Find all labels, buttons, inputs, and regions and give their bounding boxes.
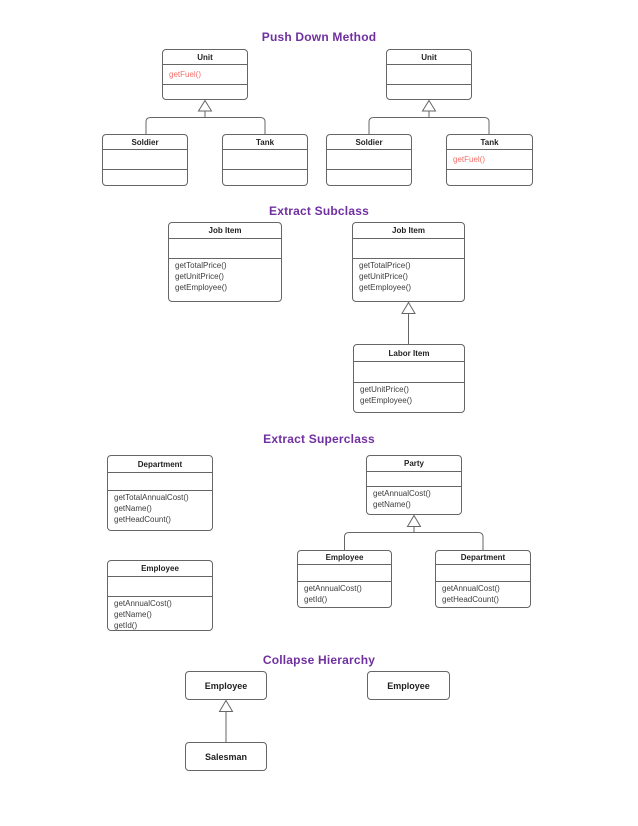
inheritance-arrow-icon [406,514,422,527]
methods-compartment: getAnnualCost() getName() getId() [108,597,212,631]
empty-compartment [223,150,307,170]
class-box-soldier-before: Soldier [102,134,188,186]
methods-compartment: getAnnualCost() getId() [298,582,391,607]
class-box-unit-before: Unit getFuel() [162,49,248,100]
class-name: Department [108,456,212,473]
empty-compartment [447,170,532,185]
class-box-job-item-before: Job Item getTotalPrice() getUnitPrice() … [168,222,282,302]
class-box-tank-before: Tank [222,134,308,186]
class-box-labor-item: Labor Item getUnitPrice() getEmployee() [353,344,465,413]
class-name: Employee [108,561,212,577]
empty-compartment [387,65,471,85]
empty-compartment [108,473,212,491]
empty-compartment [103,170,187,185]
empty-compartment [353,239,464,259]
method: getTotalAnnualCost() [114,493,189,502]
methods-compartment: getUnitPrice() getEmployee() [354,383,464,412]
class-box-party: Party getAnnualCost() getName() [366,455,462,515]
class-name: Unit [163,50,247,65]
methods-compartment: getTotalPrice() getUnitPrice() getEmploy… [353,259,464,301]
class-name: Labor Item [354,345,464,362]
method: getUnitPrice() [360,385,409,394]
inheritance-connector-collapse-hierarchy [218,699,234,742]
class-name: Tank [447,135,532,150]
class-box-employee-collapsed: Employee [367,671,450,700]
method: getEmployee() [360,395,413,405]
methods-compartment: getFuel() [447,150,532,170]
class-name: Tank [223,135,307,150]
section-title-collapse-hierarchy: Collapse Hierarchy [262,653,376,667]
empty-compartment [327,170,411,185]
class-box-salesman: Salesman [185,742,267,771]
empty-compartment [108,577,212,597]
class-name: Employee [387,680,430,691]
method: getAnnualCost() [373,489,431,498]
empty-compartment [354,362,464,383]
class-box-employee-before: Employee getAnnualCost() getName() getId… [107,560,213,631]
inheritance-connector-extract-superclass [344,514,484,550]
class-name: Soldier [327,135,411,150]
method: getEmployee() [359,282,412,292]
class-name: Unit [387,50,471,65]
empty-compartment [327,150,411,170]
method: getHeadCount() [114,514,171,524]
class-name: Soldier [103,135,187,150]
empty-compartment [367,472,461,487]
class-name: Job Item [353,223,464,239]
inheritance-arrow-icon [401,301,416,314]
class-name: Employee [298,551,391,565]
methods-compartment: getTotalPrice() getUnitPrice() getEmploy… [169,259,281,301]
empty-compartment [298,565,391,582]
method-highlighted: getFuel() [169,70,202,79]
methods-compartment: getFuel() [163,65,247,85]
class-box-department-after: Department getAnnualCost() getHeadCount(… [435,550,531,608]
inheritance-arrow-icon [197,99,213,112]
method: getName() [114,503,152,513]
empty-compartment [223,170,307,185]
methods-compartment: getAnnualCost() getHeadCount() [436,582,530,607]
methods-compartment: getAnnualCost() getName() [367,487,461,514]
class-box-tank-after: Tank getFuel() [446,134,533,186]
inheritance-arrow-icon [421,99,437,112]
method: getHeadCount() [442,594,499,604]
method: getAnnualCost() [442,584,500,593]
methods-compartment: getTotalAnnualCost() getName() getHeadCo… [108,491,212,530]
inheritance-connector-pushdown-left [145,99,266,134]
empty-compartment [103,150,187,170]
class-box-unit-after: Unit [386,49,472,100]
section-title-push-down-method: Push Down Method [261,30,377,44]
class-box-employee-hierarchy: Employee [185,671,267,700]
empty-compartment [387,85,471,99]
method: getUnitPrice() [359,271,408,281]
class-name: Job Item [169,223,281,239]
class-name: Party [367,456,461,472]
method: getAnnualCost() [304,584,362,593]
section-title-extract-subclass: Extract Subclass [269,204,369,218]
class-name: Department [436,551,530,565]
empty-compartment [436,565,530,582]
method: getName() [114,609,152,619]
class-name: Employee [204,680,248,691]
inheritance-arrow-icon [218,699,234,712]
inheritance-connector-extract-subclass [401,301,416,344]
method-highlighted: getFuel() [453,155,486,164]
class-box-department-before: Department getTotalAnnualCost() getName(… [107,455,213,531]
method: getName() [373,499,411,509]
empty-compartment [169,239,281,259]
empty-compartment [163,85,247,99]
method: getUnitPrice() [175,271,224,281]
class-box-employee-after: Employee getAnnualCost() getId() [297,550,392,608]
inheritance-connector-pushdown-right [368,99,490,134]
class-name: Salesman [204,751,248,762]
method: getTotalPrice() [175,261,227,270]
class-box-job-item-after: Job Item getTotalPrice() getUnitPrice() … [352,222,465,302]
method: getId() [114,620,138,630]
method: getId() [304,594,328,604]
method: getEmployee() [175,282,228,292]
method: getTotalPrice() [359,261,411,270]
method: getAnnualCost() [114,599,172,608]
section-title-extract-superclass: Extract Superclass [263,432,375,446]
class-box-soldier-after: Soldier [326,134,412,186]
